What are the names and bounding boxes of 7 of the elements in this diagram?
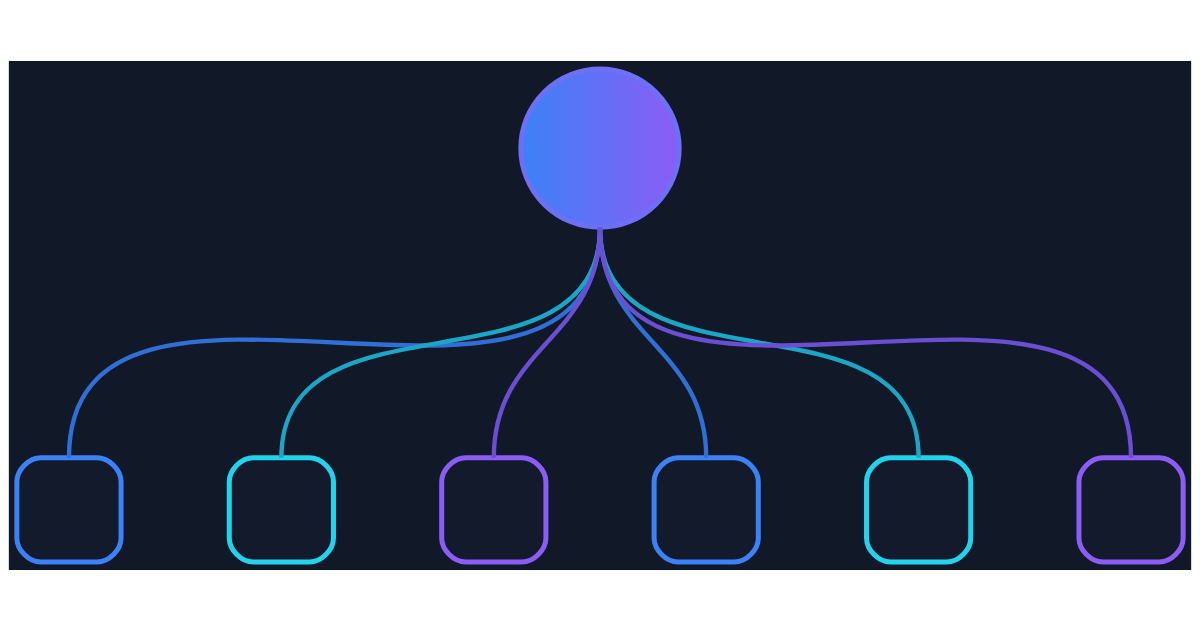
node-box (651, 454, 761, 564)
node-box (1076, 454, 1186, 564)
node-box (14, 454, 124, 564)
node-box (226, 454, 336, 564)
node-box (439, 454, 549, 564)
node-circle (518, 66, 682, 230)
node-box (864, 454, 974, 564)
